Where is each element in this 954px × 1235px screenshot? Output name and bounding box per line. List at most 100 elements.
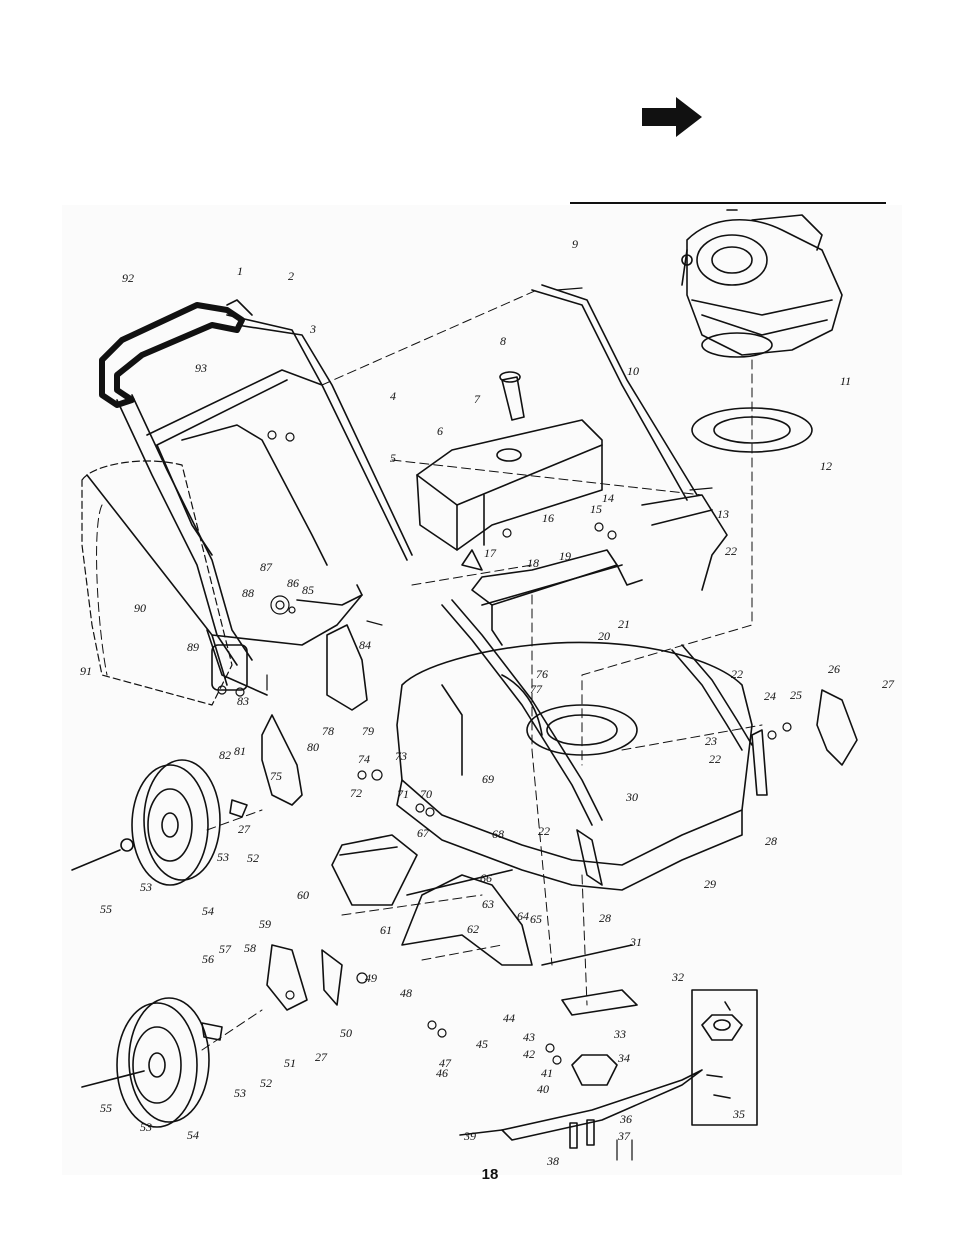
callout-label: 17 [484,546,496,560]
callout-label: 30 [626,790,638,804]
callout-label: 29 [704,877,716,891]
callout-label: 19 [559,549,571,563]
callout-label: 36 [620,1112,632,1126]
callout-label: 22 [731,667,743,681]
callout-label: 82 [219,748,231,762]
callout-label: 73 [395,749,407,763]
callout-label: 42 [523,1047,535,1061]
callout-label: 70 [420,787,432,801]
rear-wheel-upper [71,759,248,886]
callout-label: 27 [238,822,250,836]
callout-label: 41 [541,1066,553,1080]
callout-label: 2 [288,269,294,283]
rear-wheel-lower [81,997,223,1128]
callout-label: 18 [527,556,539,570]
callout-label: 39 [464,1129,476,1143]
callout-label: 58 [244,941,256,955]
diagram-artwork [71,209,858,1161]
callout-label: 9 [572,237,578,251]
right-arrow-icon [642,97,702,137]
callout-label: 62 [467,922,479,936]
callout-label: 22 [725,544,737,558]
callout-label: 80 [307,740,319,754]
callout-label: 78 [322,724,334,738]
callout-label: 60 [297,888,309,902]
callout-label: 50 [340,1026,352,1040]
exploded-parts-diagram: 1 2 3 4 5 6 7 8 9 10 11 12 13 14 15 16 1… [62,205,902,1175]
grass-catcher-bag [81,460,268,706]
callout-label: 53 [140,880,152,894]
callout-label: 55 [100,1101,112,1115]
callout-label: 47 [439,1056,451,1070]
callout-label: 81 [234,744,246,758]
callout-label: 63 [482,897,494,911]
callout-label: 65 [530,912,542,926]
callout-label: 10 [627,364,639,378]
callout-label: 14 [602,491,614,505]
callout-label: 75 [270,769,282,783]
callout-label: 28 [765,834,777,848]
mower-deck [396,641,753,891]
callout-label: 4 [390,389,396,403]
header-rule [570,202,886,204]
callout-label: 1 [237,264,243,278]
callout-label: 25 [790,688,802,702]
callout-label: 5 [390,451,396,465]
callout-label: 55 [100,902,112,916]
callout-label: 74 [358,752,370,766]
callout-label: 21 [618,617,630,631]
callout-label: 33 [614,1027,626,1041]
callout-label: 79 [362,724,374,738]
engine [681,209,843,358]
callout-label: 12 [820,459,832,473]
callout-label: 37 [618,1129,630,1143]
callout-label: 64 [517,909,529,923]
callout-label: 53 [217,850,229,864]
callout-label: 85 [302,583,314,597]
callout-label: 93 [195,361,207,375]
callout-label: 28 [599,911,611,925]
rear-deflector [331,834,533,966]
callout-label: 44 [503,1011,515,1025]
callout-label: 51 [284,1056,296,1070]
blade-assembly [459,944,703,1149]
callout-label: 91 [80,664,92,678]
engine-gasket [691,407,813,453]
callout-label: 71 [397,787,409,801]
callout-label: 23 [705,734,717,748]
callout-label: 22 [538,824,550,838]
callout-label: 68 [492,827,504,841]
callout-label: 52 [247,851,259,865]
callout-label: 87 [260,560,272,574]
callout-label: 61 [380,923,392,937]
callout-label: 67 [417,826,429,840]
callout-label: 53 [234,1086,246,1100]
callout-label: 16 [542,511,554,525]
callout-label: 34 [618,1051,630,1065]
height-adjuster-plates [261,624,858,1011]
inset-detail [691,989,758,1126]
callout-label: 46 [436,1066,448,1080]
callout-label: 22 [709,752,721,766]
callout-label: 53 [140,1120,152,1134]
callout-label: 59 [259,917,271,931]
callout-label: 92 [122,271,134,285]
callout-label: 38 [547,1154,559,1168]
hardware-fasteners [217,287,792,1161]
assembly-guide-lines [96,289,763,1051]
callout-label: 32 [672,970,684,984]
callout-label: 66 [480,871,492,885]
callout-label: 43 [523,1030,535,1044]
callout-label: 7 [474,392,480,406]
callout-label: 6 [437,424,443,438]
callout-label: 45 [476,1037,488,1051]
callout-label: 13 [717,507,729,521]
callout-label: 54 [187,1128,199,1142]
callout-label: 88 [242,586,254,600]
callout-label: 27 [882,677,894,691]
callout-label: 56 [202,952,214,966]
callout-label: 24 [764,689,776,703]
callout-label: 49 [365,971,377,985]
callout-label: 26 [828,662,840,676]
page-number: 18 [481,1166,499,1183]
